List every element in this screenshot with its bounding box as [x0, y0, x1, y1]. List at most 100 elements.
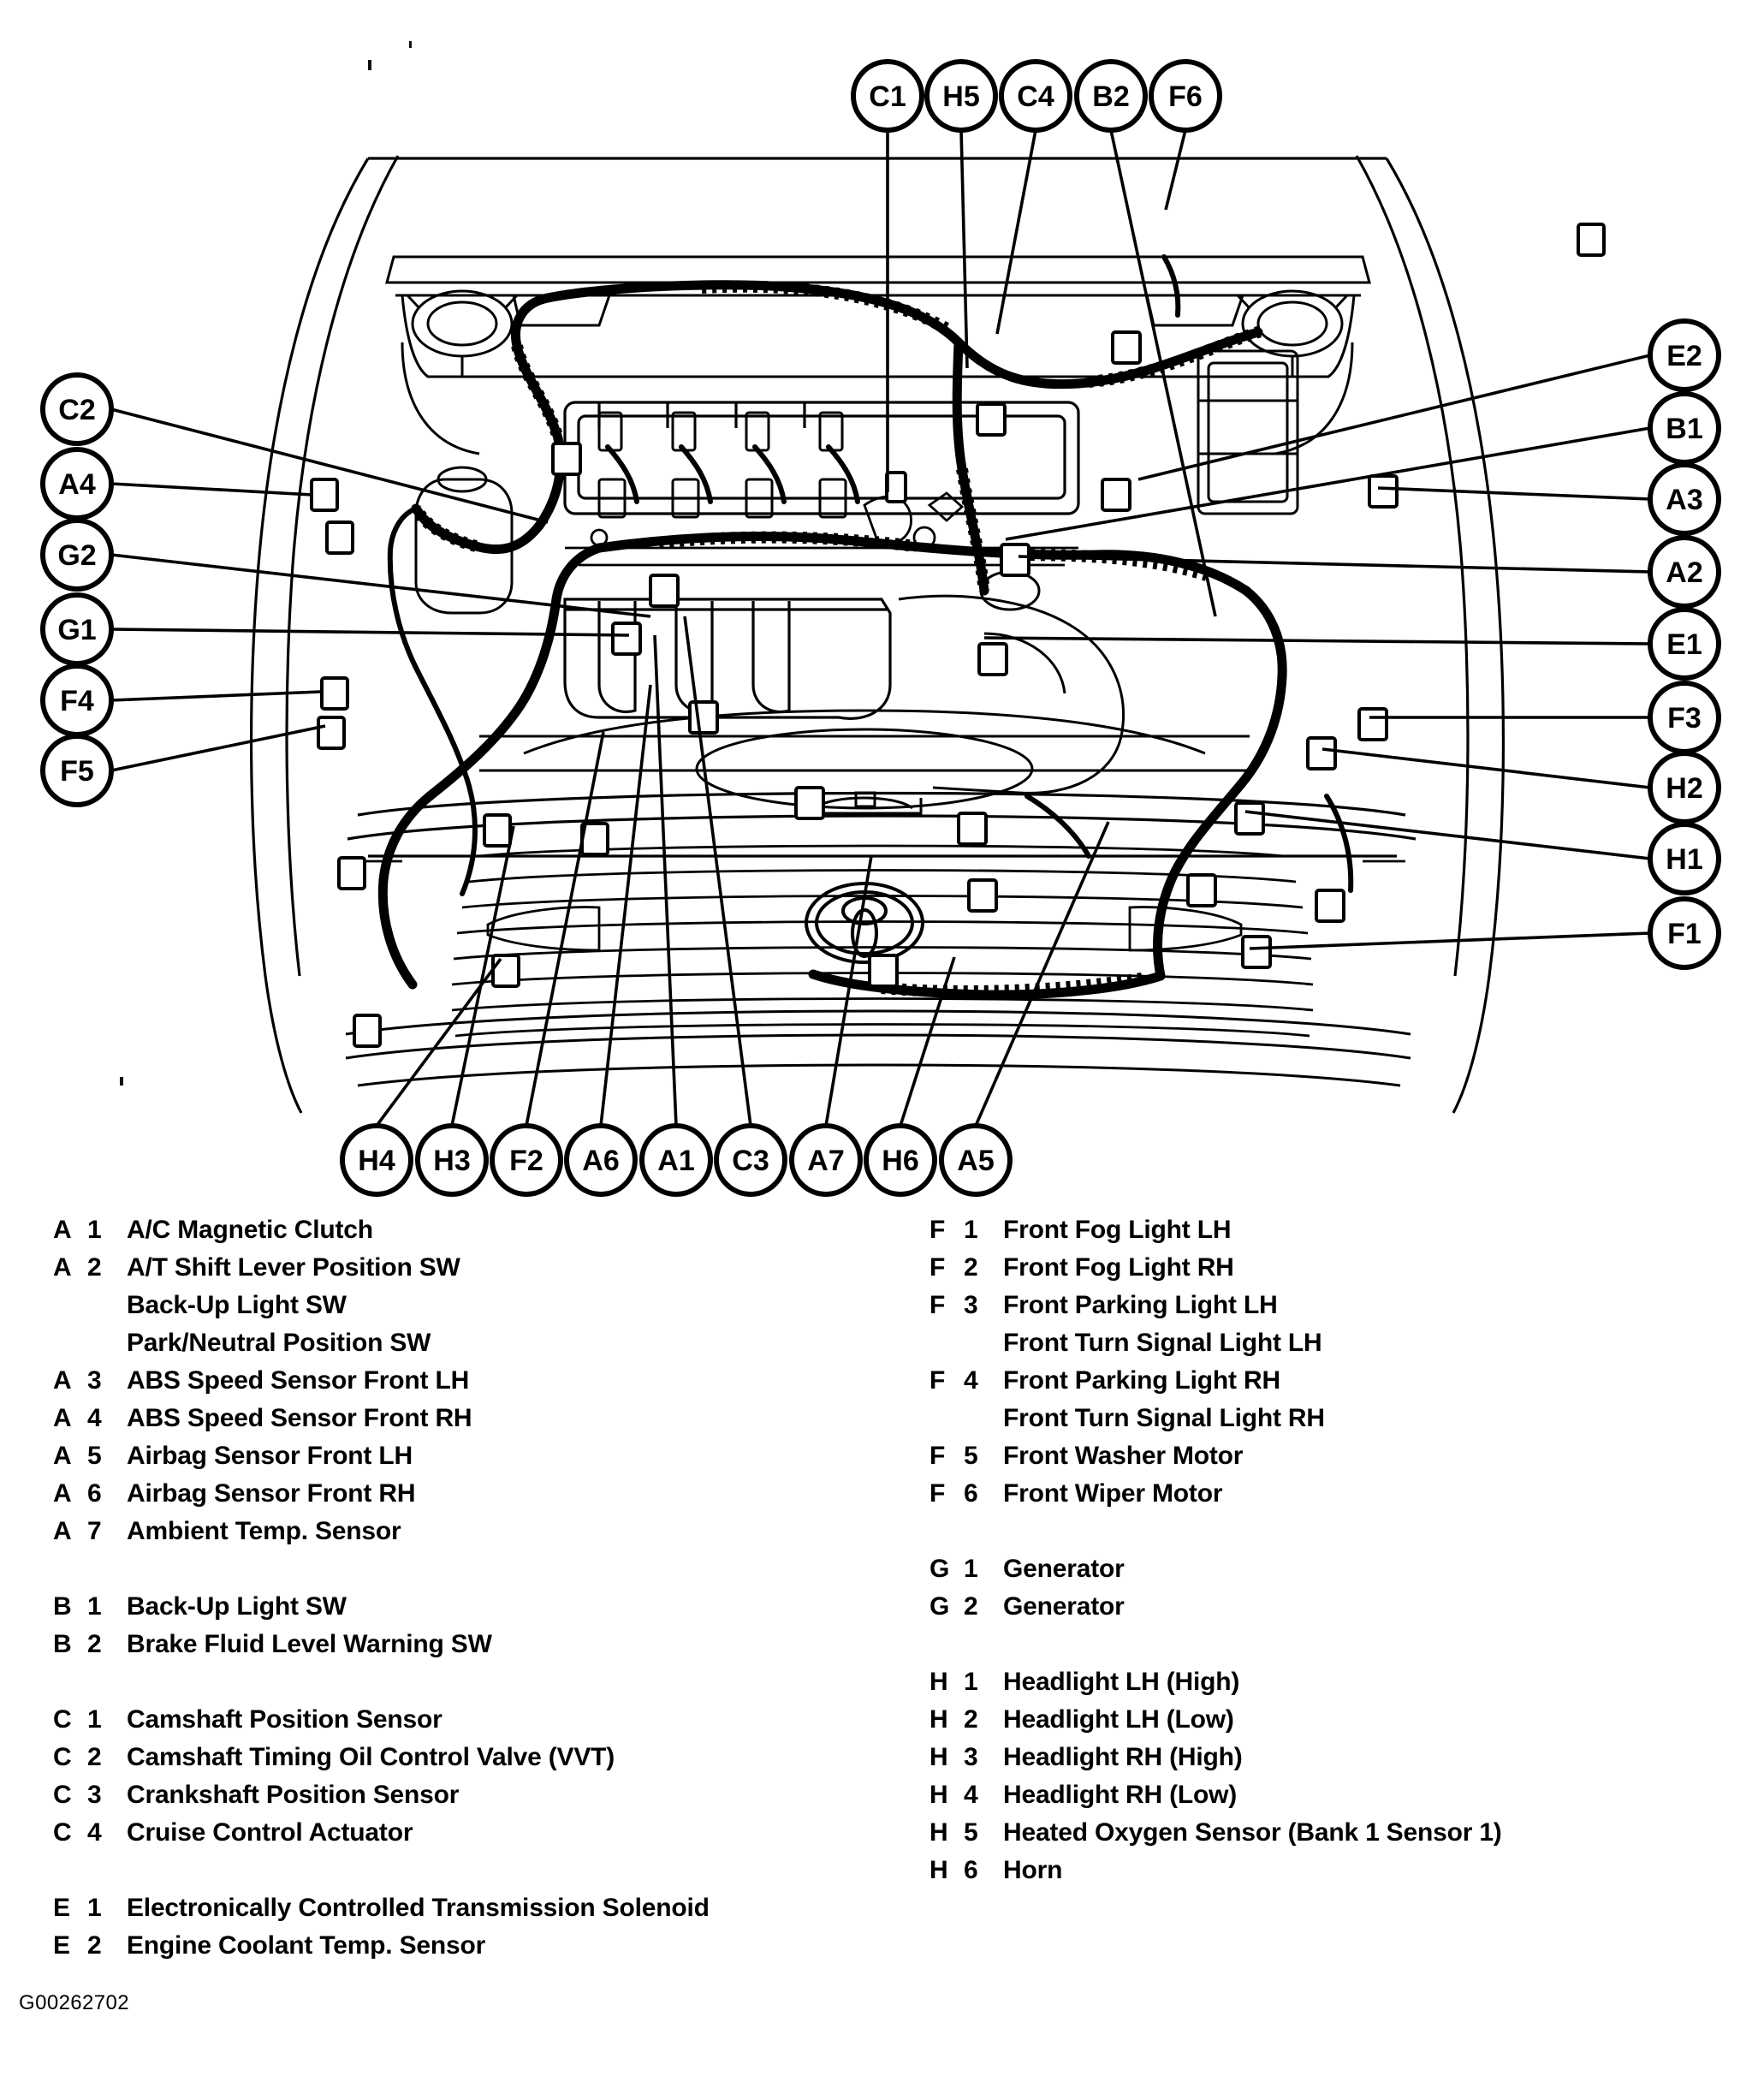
callout-bubble-c3[interactable]: C3 — [714, 1123, 787, 1197]
callout-circle — [714, 1123, 787, 1197]
legend-letter: H — [929, 1743, 948, 1771]
legend-number: 3 — [964, 1743, 978, 1771]
legend-description: ABS Speed Sensor Front LH — [127, 1366, 470, 1395]
callout-bubble-c2[interactable]: C2 — [40, 372, 114, 446]
callout-label: C1 — [869, 80, 906, 113]
legend-number: 4 — [87, 1404, 102, 1432]
legend-letter: H — [929, 1705, 948, 1734]
callout-label: C3 — [732, 1145, 769, 1177]
legend-description: Front Fog Light RH — [1003, 1253, 1234, 1282]
callout-bubble-e1[interactable]: E1 — [1648, 607, 1721, 681]
callout-label: H2 — [1666, 772, 1702, 805]
callout-label: H3 — [433, 1145, 470, 1177]
figure-code: G00262702 — [19, 1991, 130, 2014]
callout-bubble-f1[interactable]: F1 — [1648, 896, 1721, 970]
legend-number: 2 — [87, 1253, 102, 1282]
wire-branches — [387, 254, 1354, 896]
callout-label: H4 — [358, 1145, 395, 1177]
legend-number: 1 — [87, 1592, 102, 1621]
legend-description: Crankshaft Position Sensor — [127, 1781, 460, 1809]
callout-label: F5 — [60, 755, 94, 788]
callout-bubble-c4[interactable]: C4 — [999, 59, 1072, 133]
callout-bubble-f6[interactable]: F6 — [1149, 59, 1222, 133]
callout-label: B1 — [1666, 413, 1702, 445]
callout-label: A6 — [582, 1145, 619, 1177]
legend-description: Ambient Temp. Sensor — [127, 1517, 401, 1545]
legend-description: A/T Shift Lever Position SW — [127, 1253, 460, 1282]
callout-label: G2 — [57, 539, 96, 572]
callout-bubble-h4[interactable]: H4 — [340, 1123, 413, 1197]
callout-bubble-f5[interactable]: F5 — [40, 734, 114, 807]
callout-bubble-h6[interactable]: H6 — [864, 1123, 937, 1197]
callout-bubble-c1[interactable]: C1 — [851, 59, 924, 133]
callout-bubble-h3[interactable]: H3 — [415, 1123, 489, 1197]
callout-bubble-f2[interactable]: F2 — [490, 1123, 563, 1197]
strut-tower-left — [401, 289, 519, 455]
legend-description: Heated Oxygen Sensor (Bank 1 Sensor 1) — [1003, 1818, 1502, 1847]
callout-circle — [564, 1123, 638, 1197]
callout-bubble-a2[interactable]: A2 — [1648, 535, 1721, 609]
legend-number: 1 — [964, 1668, 978, 1696]
callout-bubble-f3[interactable]: F3 — [1648, 681, 1721, 754]
legend-description: Camshaft Timing Oil Control Valve (VVT) — [127, 1743, 615, 1771]
callout-bubble-a3[interactable]: A3 — [1648, 462, 1721, 536]
legend-number: 5 — [964, 1818, 978, 1847]
callout-bubble-b1[interactable]: B1 — [1648, 391, 1721, 465]
legend-letter: F — [929, 1291, 946, 1319]
legend-row: Back-Up Light SW — [53, 1291, 875, 1329]
callout-circle — [639, 1123, 713, 1197]
callout-bubble-h5[interactable]: H5 — [924, 59, 998, 133]
callout-label: F3 — [1667, 702, 1702, 735]
legend-number: 4 — [87, 1818, 102, 1847]
callout-bubble-a4[interactable]: A4 — [40, 447, 114, 521]
legend-description: Headlight LH (Low) — [1003, 1705, 1234, 1734]
callout-bubble-a6[interactable]: A6 — [564, 1123, 638, 1197]
harness-clips — [310, 223, 1606, 1048]
callout-leader-lines — [110, 129, 1651, 1127]
legend-description: Headlight LH (High) — [1003, 1668, 1240, 1696]
callout-circle — [1648, 462, 1721, 536]
legend-letter: F — [929, 1442, 946, 1470]
callout-circle — [939, 1123, 1013, 1197]
legend-number: 2 — [964, 1705, 978, 1734]
legend-number: 1 — [87, 1216, 102, 1244]
legend-letter: G — [929, 1555, 950, 1583]
callout-bubble-g2[interactable]: G2 — [40, 518, 114, 592]
transaxle — [898, 570, 1125, 794]
callout-bubble-a7[interactable]: A7 — [789, 1123, 863, 1197]
bumper-lower — [345, 1009, 1411, 1087]
legend-description: Headlight RH (Low) — [1003, 1781, 1238, 1809]
legend-letter: A — [53, 1366, 72, 1395]
callout-bubble-e2[interactable]: E2 — [1648, 318, 1721, 392]
legend-letter: F — [929, 1216, 946, 1244]
legend-number: 7 — [87, 1517, 102, 1545]
callout-bubble-f4[interactable]: F4 — [40, 663, 114, 737]
callout-bubble-g1[interactable]: G1 — [40, 592, 114, 666]
legend-number: 1 — [87, 1894, 102, 1922]
legend-letter: A — [53, 1479, 72, 1508]
callout-circle — [999, 59, 1072, 133]
legend-number: 3 — [87, 1781, 102, 1809]
callout-bubble-h2[interactable]: H2 — [1648, 751, 1721, 824]
callout-bubble-a5[interactable]: A5 — [939, 1123, 1013, 1197]
callout-bubble-b2[interactable]: B2 — [1074, 59, 1148, 133]
legend-description: Horn — [1003, 1856, 1063, 1884]
legend-description: Front Parking Light RH — [1003, 1366, 1280, 1395]
callout-bubble-a1[interactable]: A1 — [639, 1123, 713, 1197]
callout-bubble-h1[interactable]: H1 — [1648, 822, 1721, 895]
callout-label: C4 — [1017, 80, 1054, 113]
legend-letter: E — [53, 1931, 71, 1960]
legend-description: Camshaft Position Sensor — [127, 1705, 442, 1734]
legend-letter: C — [53, 1781, 72, 1809]
